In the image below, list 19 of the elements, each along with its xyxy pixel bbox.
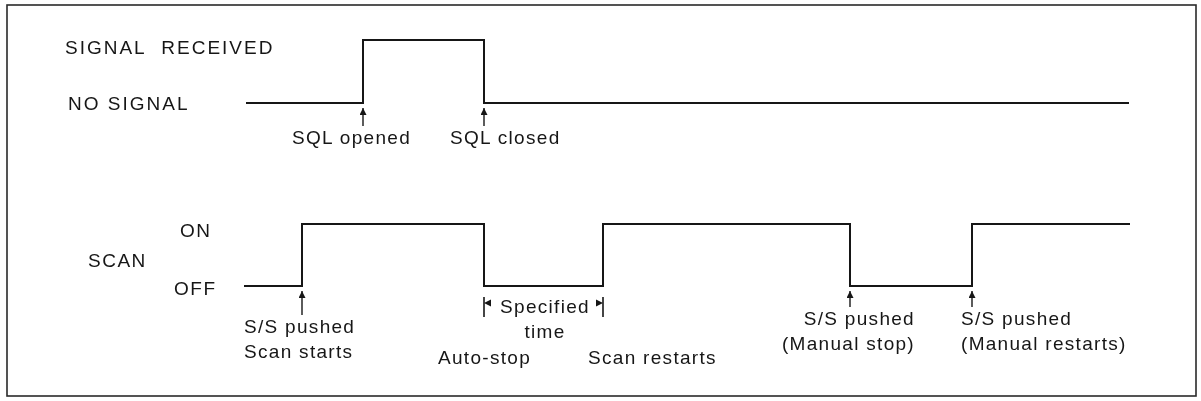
signal-label: NO SIGNAL [68, 91, 190, 116]
signal-label: SIGNAL RECEIVED [65, 35, 275, 60]
arrow [846, 290, 854, 308]
arrow [480, 107, 488, 127]
annotation-text: SQL opened [292, 125, 411, 150]
event-label: Auto-stop [438, 345, 532, 370]
annotation-text: S/S pushed (Manual stop) [781, 306, 915, 356]
annotation-text: S/S pushed Scan starts [244, 314, 356, 364]
signal-label: ON [180, 218, 212, 243]
arrow [359, 107, 367, 127]
arrow [968, 290, 976, 308]
arrow [298, 290, 306, 316]
annotation-text: SQL closed [450, 125, 561, 150]
annotation-text: S/S pushed (Manual restarts) [961, 306, 1127, 356]
signal-label: OFF [174, 276, 217, 301]
scan-waveform [243, 223, 1131, 287]
signal-label: SCAN [88, 248, 147, 273]
dimension-label: Specified time [499, 295, 591, 344]
event-label: Scan restarts [588, 345, 717, 370]
